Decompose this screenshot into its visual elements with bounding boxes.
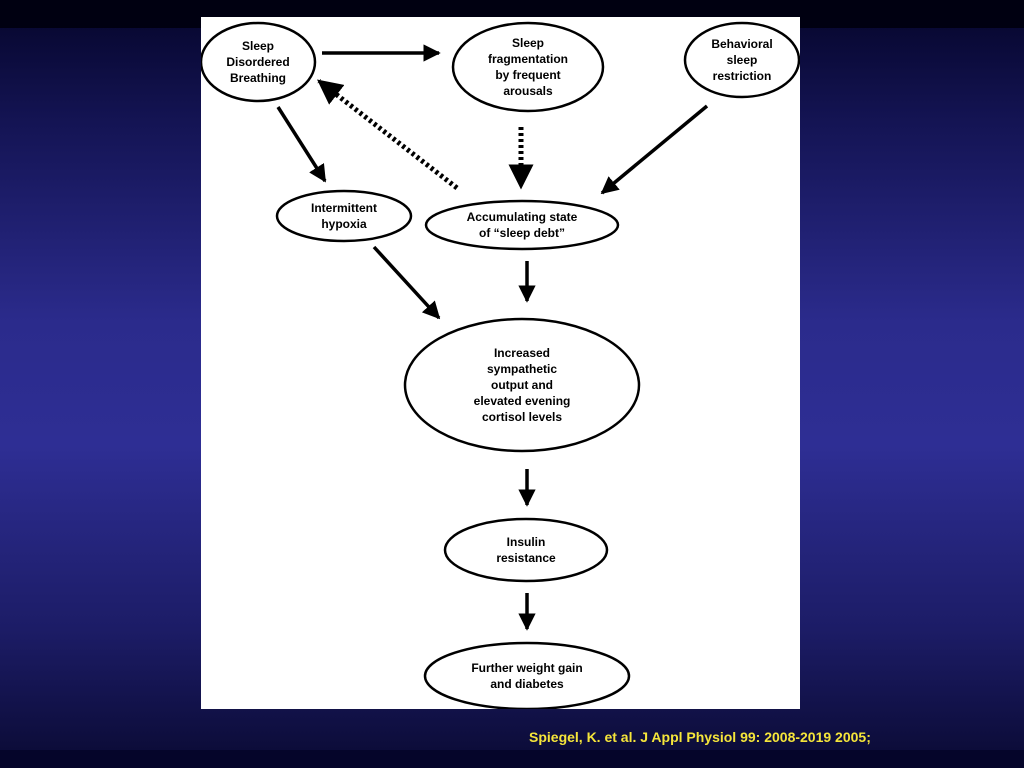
node-sympathetic-ellipse	[403, 317, 641, 453]
node-sdb-label-line: Disordered	[226, 55, 289, 69]
node-frag-label-line: fragmentation	[488, 52, 568, 66]
node-sympathetic-label-line: cortisol levels	[482, 410, 562, 424]
node-insulin: Insulin resistance	[443, 517, 609, 583]
node-sympathetic: Increased sympathetic output and elevated e…	[403, 317, 641, 453]
node-hypoxia-label-line: hypoxia	[321, 217, 367, 231]
node-sdb-ellipse	[201, 21, 317, 103]
flow-diagram: SleepDisorderedBreathingSleepfragmentati…	[201, 21, 800, 709]
node-behav-label-line: sleep	[727, 53, 758, 67]
node-debt-ellipse	[424, 199, 620, 251]
node-frag-label-line: Sleep	[512, 36, 544, 50]
node-debt-label-line: of “sleep debt”	[479, 226, 565, 240]
node-behav: Behavioral sleep restriction	[683, 21, 800, 99]
node-behav-label-line: restriction	[713, 69, 772, 83]
node-hypoxia-label-line: Intermittent	[311, 201, 377, 215]
node-insulin-label-line: Insulin	[507, 535, 546, 549]
node-frag-label-line: arousals	[503, 84, 553, 98]
node-sympathetic-label-line: output and	[491, 378, 553, 392]
citation: Spiegel, K. et al. J Appl Physiol 99: 20…	[529, 729, 871, 745]
arrow-hypoxia-to-sympathetic	[372, 245, 441, 320]
node-sdb-label-line: Sleep	[242, 39, 274, 53]
arrow-behav-to-debt	[600, 104, 709, 195]
node-sympathetic-label-line: Increased	[494, 346, 550, 360]
node-diabetes-ellipse	[423, 641, 631, 709]
node-hypoxia: Intermittent hypoxia	[275, 189, 413, 243]
bottom-dark-band	[0, 750, 1024, 768]
arrow-debt-to-sdb	[317, 79, 459, 190]
node-diabetes-label-line: and diabetes	[490, 677, 564, 691]
node-hypoxia-ellipse	[275, 189, 413, 243]
node-frag: Sleep fragmentation by frequent arousals	[451, 21, 605, 113]
node-behav-label-line: Behavioral	[711, 37, 772, 51]
node-behav-ellipse	[683, 21, 800, 99]
arrow-sdb-to-hypoxia	[276, 106, 327, 183]
node-diabetes: Further weight gain and diabetes	[423, 641, 631, 709]
node-sympathetic-label-line: elevated evening	[474, 394, 571, 408]
node-sdb-label-line: Breathing	[230, 71, 286, 85]
node-diabetes-label-line: Further weight gain	[471, 661, 582, 675]
node-frag-label-line: by frequent	[495, 68, 560, 82]
node-insulin-ellipse	[443, 517, 609, 583]
node-frag-ellipse	[451, 21, 605, 113]
node-insulin-label-line: resistance	[496, 551, 556, 565]
node-debt: Accumulating state of “sleep debt”	[424, 199, 620, 251]
node-sympathetic-label-line: sympathetic	[487, 362, 557, 376]
node-debt-label-line: Accumulating state	[467, 210, 578, 224]
